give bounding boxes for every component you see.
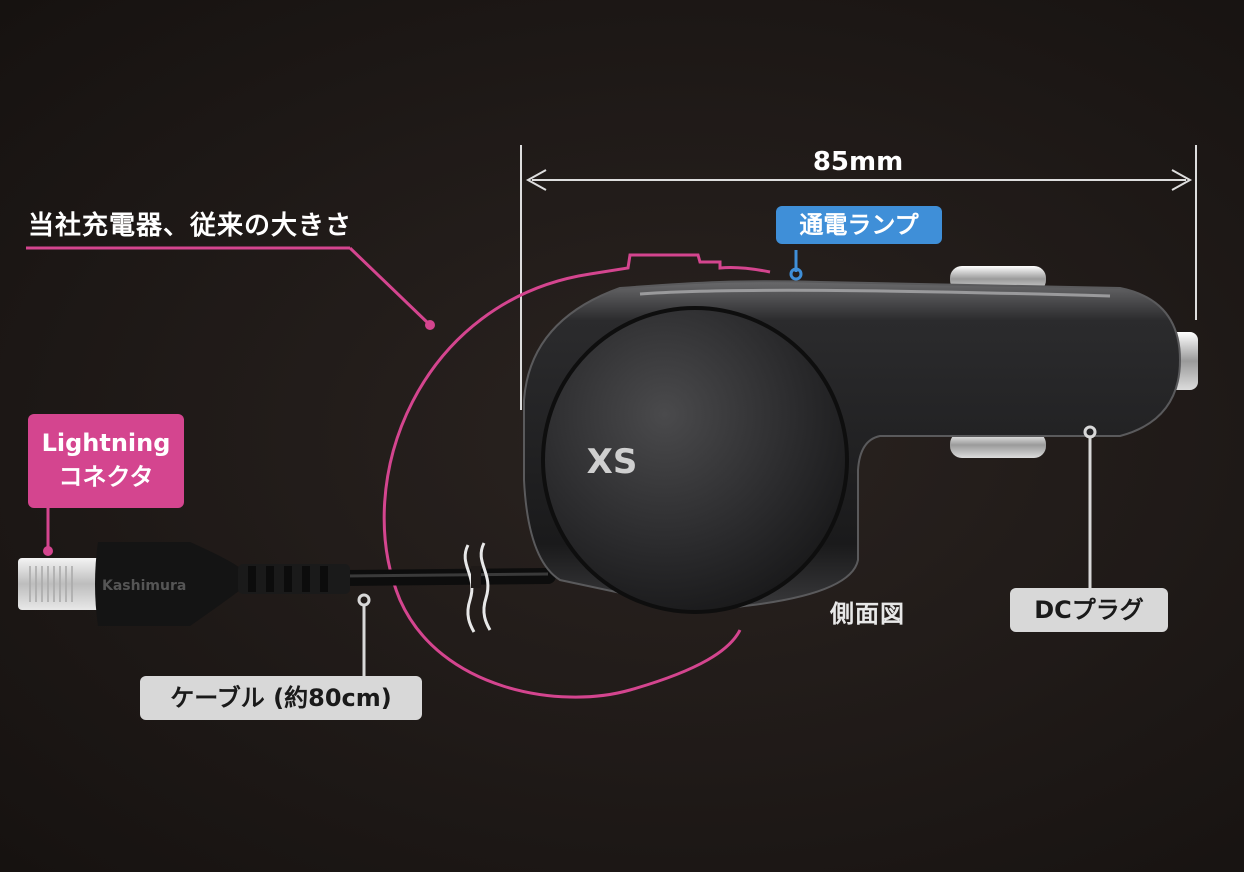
cable-brand-text: Kashimura bbox=[102, 578, 186, 594]
current-size-label: 当社充電器、従来の大きさ bbox=[28, 211, 353, 241]
lightning-leader-dot bbox=[43, 546, 53, 556]
cable-break-line-left bbox=[463, 544, 476, 633]
spring-contact-bottom bbox=[950, 432, 1046, 458]
reel-disc bbox=[541, 306, 849, 614]
cable-break-gap bbox=[471, 566, 481, 588]
brand-logo-text: XS bbox=[587, 442, 638, 482]
cable bbox=[337, 542, 556, 633]
body-top-highlight bbox=[639, 288, 1111, 298]
size-leader-line bbox=[348, 246, 432, 327]
charger-body: XS bbox=[523, 266, 1198, 614]
lightning-connector: Kashimura bbox=[18, 542, 350, 626]
lamp-leader-dot bbox=[789, 267, 803, 281]
size-leader-dot bbox=[425, 320, 435, 330]
magenta-outline bbox=[382, 253, 771, 699]
dimension-indicator: 85mm bbox=[520, 145, 1197, 410]
dimension-text: 85mm bbox=[813, 147, 903, 177]
lightning-label-line1: Lightning bbox=[41, 429, 171, 457]
dimension-arrow-right-icon bbox=[1171, 169, 1193, 191]
callout-leaders bbox=[43, 250, 1097, 678]
side-view-label: 側面図 bbox=[830, 600, 905, 628]
lightning-connector-label: Lightning コネクタ bbox=[28, 414, 184, 508]
conventional-size-outline bbox=[26, 246, 771, 699]
cable-highlight bbox=[344, 572, 549, 578]
cable-break-line-right bbox=[479, 542, 492, 631]
connector-plug bbox=[18, 558, 108, 610]
lightning-label-line2: コネクタ bbox=[58, 463, 154, 491]
cable-wire bbox=[337, 568, 556, 586]
dc-plug-label: DCプラグ bbox=[1010, 588, 1168, 632]
dc-plug-leader-dot bbox=[1083, 425, 1097, 439]
connector-housing bbox=[95, 542, 240, 626]
cable-length-label: ケーブル (約80cm) bbox=[140, 676, 422, 720]
dimension-arrow-left-icon bbox=[525, 169, 547, 191]
power-lamp-label: 通電ランプ bbox=[776, 206, 942, 244]
cable-leader-dot bbox=[357, 593, 371, 607]
